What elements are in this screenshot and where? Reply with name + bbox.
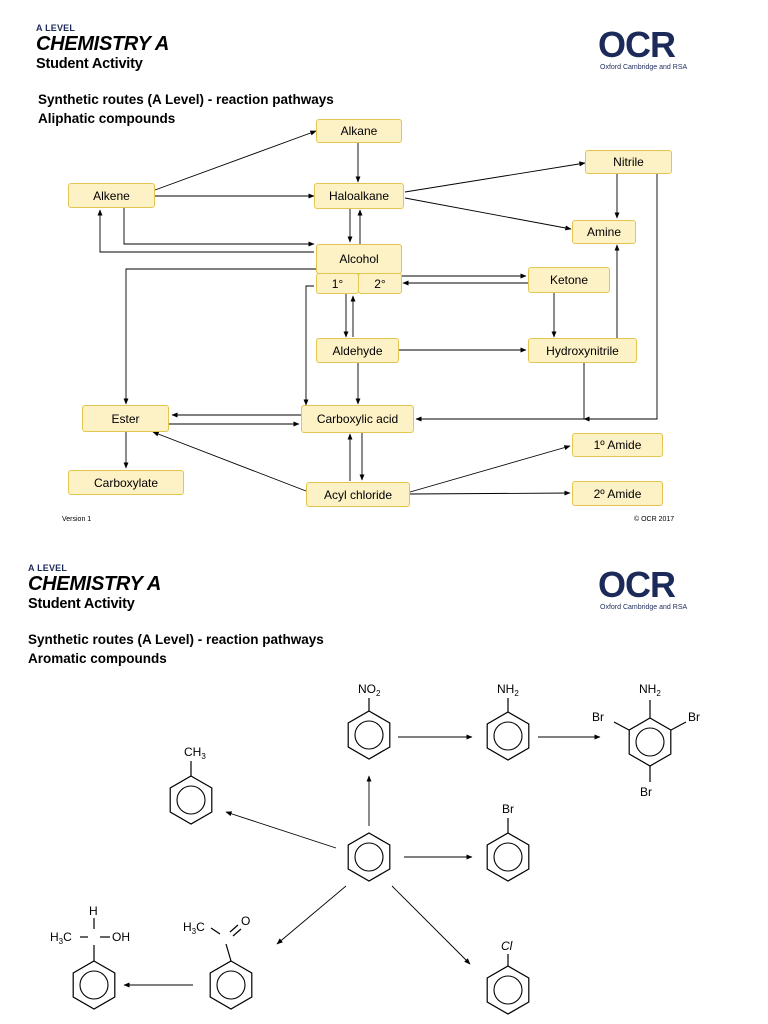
br-bottom-label: Br (640, 785, 652, 799)
arrow-nitrile-to-carboxylic-acid (583, 174, 658, 422)
chloro-label: Cl (501, 939, 513, 953)
version-label: Version 1 (62, 516, 92, 523)
node-amine: Amine (572, 220, 636, 244)
node-acyl-chloride: Acyl chloride (306, 482, 410, 507)
br-left-bond (613, 721, 630, 731)
arrow-acyl-chloride-to-primary-amide (409, 445, 571, 493)
br-right-bond (670, 721, 687, 731)
node-alcohol: Alcohol (316, 244, 402, 274)
br-right-label: Br (688, 710, 700, 724)
phenylethanone-ring (209, 960, 253, 1010)
tribromophenylamine-ring (628, 717, 672, 767)
arrow-alcohol-to-ester (123, 268, 316, 405)
arrow-acyl-chloride-to-ester (152, 431, 307, 492)
node-alkane: Alkane (316, 119, 402, 143)
methylbenzene-ring (169, 775, 213, 825)
kicker-a-level: A LEVEL (36, 23, 76, 33)
node-alcohol-secondary: 2° (358, 273, 402, 294)
phenylethanol-ring (72, 960, 116, 1010)
node-carboxylic-acid: Carboxylic acid (301, 405, 414, 433)
arrow-alkene-to-alkane (154, 130, 317, 191)
node-hydroxynitrile: Hydroxynitrile (528, 338, 637, 363)
bromo-label: Br (502, 802, 514, 816)
node-secondary-amide: 2º Amide (572, 481, 663, 506)
kicker-a-level-2: A LEVEL (28, 563, 68, 573)
methyl-label: CH3 (184, 745, 206, 761)
subject-title: CHEMISTRY A (36, 33, 170, 55)
copyright-label: © OCR 2017 (634, 516, 675, 523)
page-heading-2: Synthetic routes (A Level) - reaction pa… (28, 630, 324, 668)
arrow-benzene-to-phenylethanone (276, 885, 347, 945)
node-alkene: Alkene (68, 183, 155, 208)
ocr-logo-subtitle: Oxford Cambridge and RSA (600, 64, 688, 71)
arrow-haloalkane-to-nitrile (404, 161, 586, 193)
nitro-label: NO2 (358, 682, 381, 698)
arrow-haloalkane-to-amine (404, 197, 572, 231)
ocr-logo-subtitle-2: Oxford Cambridge and RSA (600, 604, 688, 611)
node-ester: Ester (82, 405, 169, 432)
alcohol-methyl-label: H3C (50, 930, 72, 946)
chlorobenzene-ring (486, 965, 530, 1015)
alcohol-oh-label: OH (112, 930, 130, 944)
arrow-benzene-to-chlorobenzene (391, 885, 471, 965)
benzene-ring (347, 832, 391, 882)
node-primary-amide: 1º Amide (572, 433, 663, 457)
node-carboxylate: Carboxylate (68, 470, 184, 495)
aliphatic-pathway-connectors (97, 130, 658, 496)
node-aldehyde: Aldehyde (316, 338, 399, 363)
arrow-alcohol-to-alkene (97, 209, 314, 253)
br-left-label: Br (592, 710, 604, 724)
node-alcohol-primary: 1° (316, 273, 359, 294)
page-heading: Synthetic routes (A Level) - reaction pa… (38, 90, 334, 128)
sheet-type-2: Student Activity (28, 596, 135, 612)
node-ketone: Ketone (528, 267, 610, 293)
arrow-acyl-chloride-to-secondary-amide (409, 490, 571, 496)
ocr-logo: OCR (598, 24, 676, 65)
node-haloalkane: Haloalkane (314, 183, 404, 209)
node-nitrile: Nitrile (585, 150, 672, 174)
nitrobenzene-ring (347, 710, 391, 760)
heading-line-2-2: Aromatic compounds (28, 651, 167, 666)
bromobenzene-ring (486, 832, 530, 882)
ketone-oxygen-label: O (241, 914, 250, 928)
ketone-co-bond-a (229, 924, 239, 933)
arrow-primary-to-carboxylic-acid (303, 285, 314, 406)
arrow-benzene-to-methylbenzene (225, 811, 337, 849)
heading-line-2: Aliphatic compounds (38, 111, 176, 126)
tri-amine-label: NH2 (639, 682, 661, 698)
subject-title-2: CHEMISTRY A (28, 573, 162, 595)
phenylamine-ring (486, 711, 530, 761)
sheet-type: Student Activity (36, 56, 143, 72)
ketone-ring-bond (225, 943, 232, 962)
ketone-methyl-bond (210, 927, 221, 935)
amine-label: NH2 (497, 682, 519, 698)
heading-line-1: Synthetic routes (A Level) - reaction pa… (38, 92, 334, 107)
heading-line-1-2: Synthetic routes (A Level) - reaction pa… (28, 632, 324, 647)
ketone-co-bond-b (232, 928, 242, 937)
ocr-logo-2: OCR (598, 564, 676, 605)
arrow-alkene-to-alcohol (123, 207, 315, 247)
ketone-methyl-label: H3C (183, 920, 205, 936)
alcohol-h-label: H (89, 904, 98, 918)
